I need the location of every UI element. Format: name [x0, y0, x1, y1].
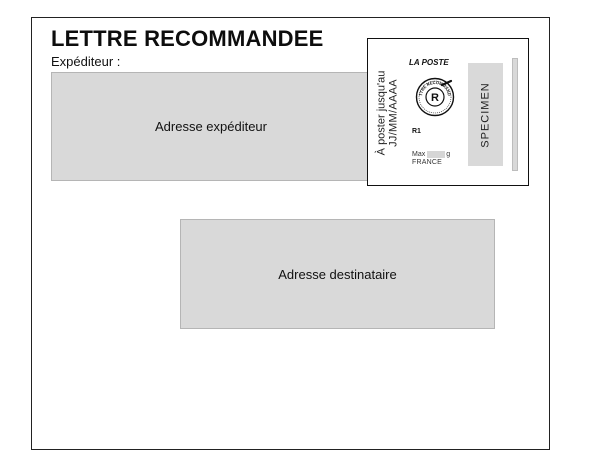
stamp-country: FRANCE [412, 159, 442, 166]
sender-address-box[interactable]: Adresse expéditeur [51, 72, 371, 181]
document-title: LETTRE RECOMMANDEE [51, 26, 324, 51]
postage-stamp: À poster jusqu'au JJ/MM/AAAA LA POSTE LE… [367, 38, 529, 186]
max-weight-unit: g [446, 151, 451, 158]
registered-seal-icon: LETTRE RECOMMANDÉE R [415, 77, 455, 117]
specimen-panel: SPECIMEN [468, 63, 503, 166]
recipient-address-placeholder: Adresse destinataire [278, 266, 397, 282]
sender-address-placeholder: Adresse expéditeur [154, 119, 267, 134]
stamp-code: R1 [412, 128, 421, 135]
max-weight-label: Max [412, 151, 426, 158]
recipient-address-box[interactable]: Adresse destinataire [180, 219, 495, 329]
posting-deadline-label: À poster jusqu'au [375, 70, 387, 156]
posting-deadline: À poster jusqu'au JJ/MM/AAAA [370, 49, 404, 177]
stamp-side-bar [512, 58, 518, 171]
specimen-label: SPECIMEN [479, 81, 492, 148]
max-weight: Max g [412, 151, 450, 158]
seal-letter: R [431, 92, 439, 104]
max-weight-value [427, 151, 446, 158]
sender-label: Expéditeur : [51, 54, 121, 69]
la-poste-logo: LA POSTE [409, 58, 449, 67]
posting-deadline-date: JJ/MM/AAAA [387, 79, 399, 147]
